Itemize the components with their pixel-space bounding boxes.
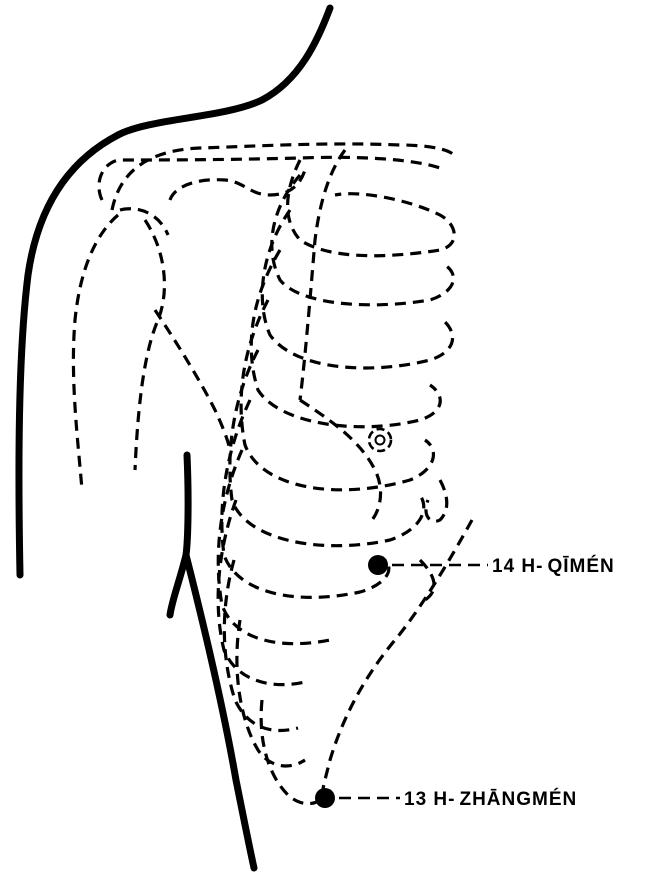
zhangmen-name: ZHĀNGMÉN [459, 788, 577, 810]
rib-tip-small [426, 480, 447, 521]
humerus-head [73, 215, 118, 490]
body-outline [19, 8, 330, 868]
rib-8 [218, 450, 330, 644]
nipple-marker [369, 429, 391, 451]
humerus-shaft [135, 220, 164, 470]
qimen-code: 14 H- [492, 556, 543, 577]
rib-1 [288, 160, 455, 256]
rib-2 [272, 175, 454, 305]
rib-5 [241, 300, 433, 490]
zhangmen-label: 13 H-ZHĀNGMÉN [404, 788, 577, 810]
zhangmen-code: 13 H- [404, 789, 455, 810]
rib-7 [222, 400, 389, 597]
xiphoid [300, 400, 381, 520]
rib-12-floating [261, 700, 322, 804]
armpit-line [170, 455, 188, 615]
qimen-name: QĪMÉN [547, 555, 614, 577]
rib-9 [218, 500, 305, 685]
shoulder-arm-outline [19, 135, 118, 575]
sternum [300, 150, 345, 400]
qimen-marker [368, 555, 388, 575]
point-qimen: 14 H-QĪMÉN [368, 555, 615, 577]
shoulder-joint [155, 310, 230, 450]
qimen-label: 14 H-QĪMÉN [492, 555, 615, 577]
zhangmen-marker [315, 788, 335, 808]
rib-6 [230, 350, 424, 546]
neck-line [118, 8, 330, 135]
scapula-edge [120, 209, 168, 235]
point-zhangmen: 13 H-ZHĀNGMÉN [315, 788, 577, 810]
costal-margin [322, 520, 472, 798]
skeleton [73, 144, 472, 804]
